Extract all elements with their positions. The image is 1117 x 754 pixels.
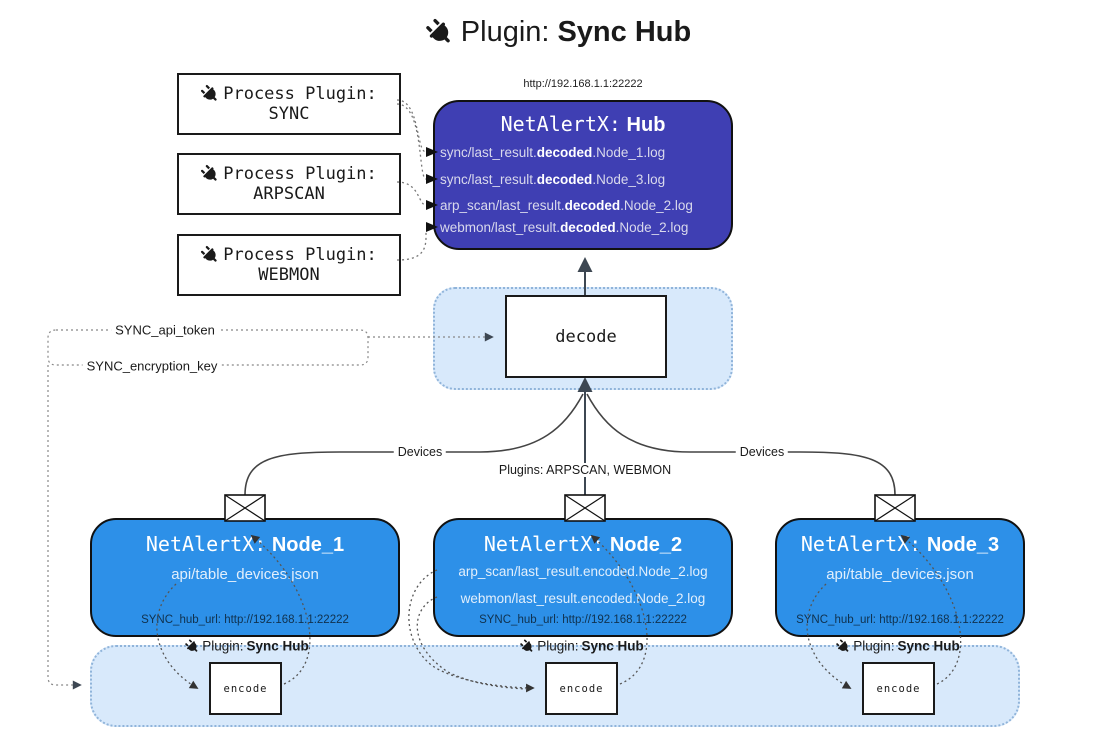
- hub-title: NetAlertX: Hub: [433, 112, 733, 137]
- node-file-line: api/table_devices.json: [171, 566, 319, 583]
- node-3-box: NetAlertX: Node_3 api/table_devices.json…: [775, 518, 1025, 637]
- node-title-prefix: NetAlertX:: [145, 532, 267, 556]
- encode-box: encode: [209, 662, 282, 715]
- hub-log-line: arp_scan/last_result.decoded.Node_2.log: [440, 198, 732, 213]
- node-hub-url: SYNC_hub_url: http://192.168.1.1:22222: [796, 614, 1004, 626]
- encoder-plugin-label: Plugin: Sync Hub: [836, 639, 960, 654]
- hub-title-prefix: NetAlertX:: [500, 112, 621, 136]
- hub-url: http://192.168.1.1:22222: [523, 78, 643, 90]
- encode-box: encode: [545, 662, 618, 715]
- log-post: .Node_3.log: [592, 172, 666, 187]
- plug-icon: [833, 636, 853, 656]
- node-1-box: NetAlertX: Node_1 api/table_devices.json…: [90, 518, 400, 637]
- encoder-plugin-name: Sync Hub: [581, 638, 644, 654]
- log-pre: sync/last_result.: [440, 172, 537, 187]
- encoder-plugin-name: Sync Hub: [897, 638, 960, 654]
- plug-icon: [517, 636, 537, 656]
- encode-box: encode: [862, 662, 935, 715]
- encoder-plugin-prefix: Plugin:: [853, 638, 895, 654]
- log-pre: sync/last_result.: [440, 145, 537, 160]
- node-title: NetAlertX: Node_3: [777, 532, 1023, 557]
- node-title-prefix: NetAlertX:: [800, 532, 922, 556]
- log-bold: decoded: [560, 220, 616, 235]
- sync-api-token-label: SYNC_api_token: [111, 322, 219, 338]
- decode-label: decode: [555, 326, 617, 347]
- encode-label: encode: [559, 682, 604, 695]
- log-bold: decoded: [536, 145, 593, 160]
- devices-left-label: Devices: [393, 445, 447, 459]
- process-plugin-arpscan: Process Plugin: ARPSCAN: [177, 153, 401, 215]
- title-prefix: Plugin:: [460, 16, 550, 48]
- envelope-icon: [224, 494, 266, 522]
- encoder-plugin-label: Plugin: Sync Hub: [520, 639, 644, 654]
- encoder-plugin-name: Sync Hub: [246, 638, 309, 654]
- hub-log-line: sync/last_result.decoded.Node_3.log: [440, 172, 732, 187]
- encode-label: encode: [876, 682, 921, 695]
- encoder-plugin-label: Plugin: Sync Hub: [185, 639, 309, 654]
- hub-log-line: sync/last_result.decoded.Node_1.log: [440, 145, 732, 160]
- plug-icon: [420, 13, 458, 51]
- encode-label: encode: [223, 682, 268, 695]
- title-name: Sync Hub: [557, 16, 692, 48]
- process-plugin-label: Process Plugin:: [223, 84, 377, 104]
- node-hub-url: SYNC_hub_url: http://192.168.1.1:22222: [141, 614, 349, 626]
- hub-log-line: webmon/last_result.decoded.Node_2.log: [440, 220, 732, 235]
- process-plugin-name: WEBMON: [258, 265, 320, 285]
- hub-box: [433, 100, 733, 250]
- process-plugin-label: Process Plugin:: [223, 164, 377, 184]
- devices-curves: [244, 393, 896, 496]
- log-bold: decoded: [536, 172, 593, 187]
- envelope-icon: [564, 494, 606, 522]
- plugins-center-label: Plugins: ARPSCAN, WEBMON: [494, 463, 676, 477]
- page-title: Plugin: Sync Hub: [426, 16, 691, 49]
- devices-right-label: Devices: [735, 445, 789, 459]
- node-title-name: Node_2: [609, 534, 683, 556]
- node-2-box: NetAlertX: Node_2 arp_scan/last_result.e…: [433, 518, 733, 637]
- encoder-plugin-prefix: Plugin:: [202, 638, 244, 654]
- process-plugin-sync: Process Plugin: SYNC: [177, 73, 401, 135]
- hub-title-name: Hub: [626, 114, 666, 136]
- node-title-prefix: NetAlertX:: [483, 532, 605, 556]
- process-plugin-name: SYNC: [268, 104, 310, 124]
- plugin-to-hub-connectors: [396, 99, 427, 261]
- node-file-line: arp_scan/last_result.encoded.Node_2.log: [458, 564, 708, 579]
- node-title: NetAlertX: Node_2: [435, 532, 731, 557]
- node-title-name: Node_3: [926, 534, 1000, 556]
- process-plugin-name: ARPSCAN: [253, 184, 325, 204]
- envelope-icon: [874, 494, 916, 522]
- node-file-line: api/table_devices.json: [826, 566, 974, 583]
- plug-icon: [198, 242, 223, 267]
- log-bold: decoded: [564, 198, 621, 213]
- log-post: .Node_1.log: [592, 145, 666, 160]
- process-plugin-label: Process Plugin:: [223, 245, 377, 265]
- node-file-line: webmon/last_result.encoded.Node_2.log: [460, 591, 706, 606]
- node-title-name: Node_1: [271, 534, 345, 556]
- encoder-plugin-prefix: Plugin:: [537, 638, 579, 654]
- log-post: .Node_2.log: [615, 220, 689, 235]
- log-post: .Node_2.log: [620, 198, 693, 213]
- plug-icon: [198, 161, 223, 186]
- sync-encryption-key-label: SYNC_encryption_key: [82, 358, 222, 374]
- log-pre: webmon/last_result.: [440, 220, 561, 235]
- node-hub-url: SYNC_hub_url: http://192.168.1.1:22222: [479, 614, 687, 626]
- log-pre: arp_scan/last_result.: [440, 198, 565, 213]
- node-title: NetAlertX: Node_1: [92, 532, 398, 557]
- decode-box: decode: [505, 295, 667, 378]
- plug-icon: [198, 81, 223, 106]
- plug-icon: [182, 636, 202, 656]
- process-plugin-webmon: Process Plugin: WEBMON: [177, 234, 401, 296]
